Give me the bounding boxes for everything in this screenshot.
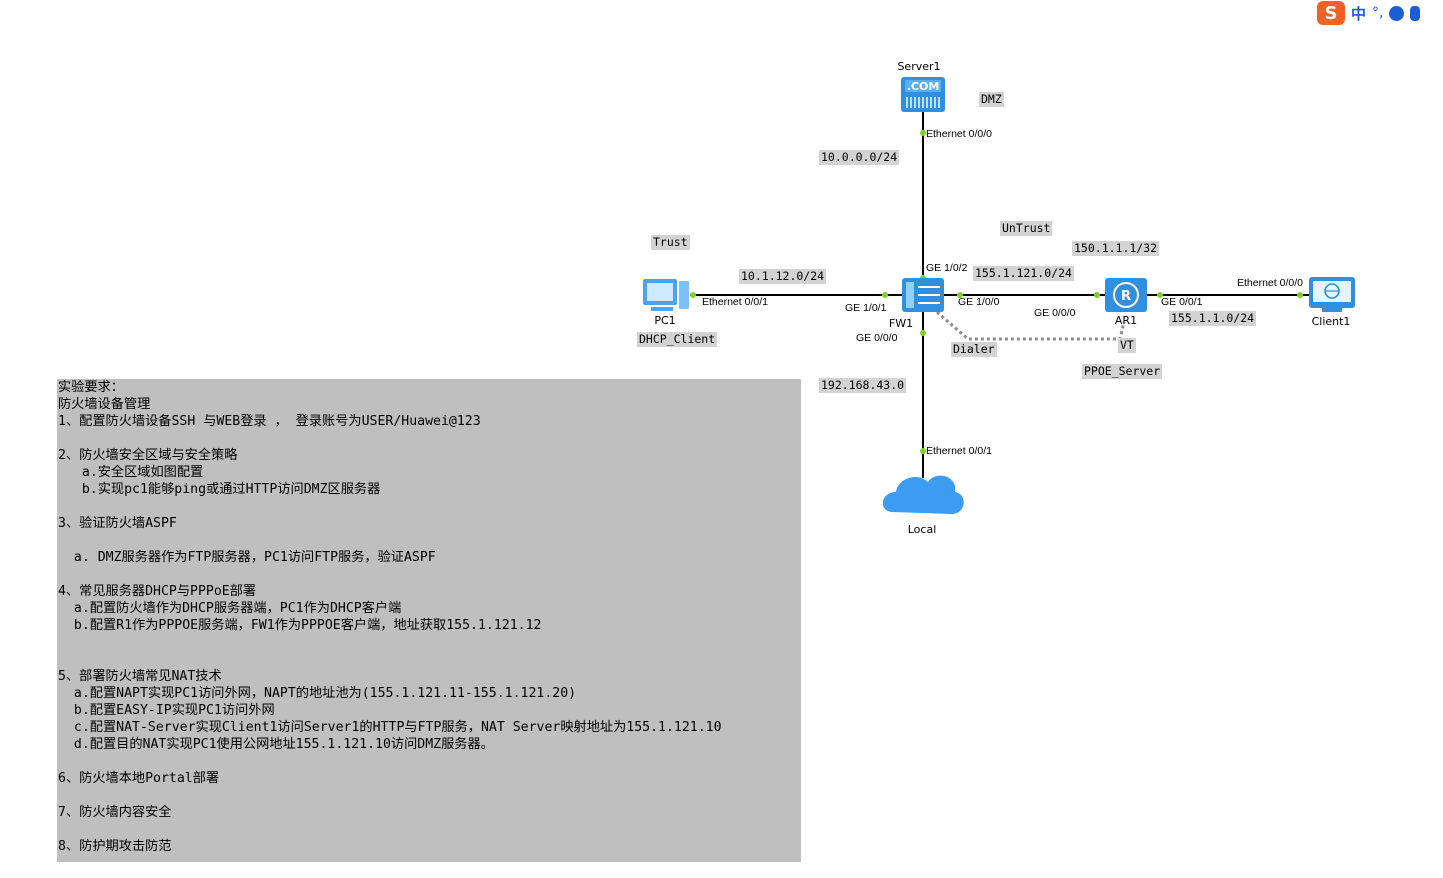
network-topology: .COM Server1 PC1 FW1 R AR1 — [643, 60, 1355, 536]
requirement-line: a. DMZ服务器作为FTP服务器，PC1访问FTP服务，验证ASPF — [58, 550, 436, 565]
requirement-line: 4、常见服务器DHCP与PPPoE部署 — [58, 584, 257, 599]
dialer-vt-link — [936, 310, 1126, 341]
subnet-tag: 155.1.121.0/24 — [973, 266, 1074, 281]
server1-device[interactable]: .COM Server1 — [897, 60, 945, 112]
port-label: GE 0/0/0 — [856, 332, 898, 344]
pc1-label: PC1 — [654, 314, 675, 327]
port-labels: Ethernet 0/0/0 GE 1/0/2 Ethernet 0/0/1 G… — [702, 128, 1303, 457]
requirement-line: d.配置目的NAT实现PC1使用公网地址155.1.121.10访问DMZ服务器… — [58, 737, 494, 752]
requirement-line: a.配置NAPT实现PC1访问外网，NAPT的地址池为(155.1.121.11… — [58, 686, 577, 701]
ime-toolbar[interactable]: S 中 °, — [1317, 0, 1439, 26]
requirement-line: 5、部署防火墙常见NAT技术 — [58, 669, 222, 684]
requirement-line: 8、防护期攻击防范 — [58, 839, 172, 854]
requirement-line: a.配置防火墙作为DHCP服务器端，PC1作为DHCP客户端 — [58, 601, 402, 616]
requirement-line: 3、验证防火墙ASPF — [58, 516, 177, 531]
requirement-line: 7、防火墙内容安全 — [58, 805, 172, 820]
emoji-icon[interactable] — [1389, 5, 1405, 21]
pc1-device[interactable]: PC1 — [643, 279, 689, 327]
zone-tag-dmz: DMZ — [979, 92, 1004, 107]
port-label: Ethernet 0/0/0 — [926, 128, 992, 140]
subnet-tag: 10.1.12.0/24 — [739, 269, 827, 284]
sogou-logo-icon[interactable]: S — [1317, 1, 1345, 25]
port-label: GE 1/0/1 — [845, 302, 887, 314]
role-tag-dhcp-client: DHCP_Client — [637, 332, 718, 347]
zone-tag-trust: Trust — [651, 235, 690, 250]
requirement-line — [58, 566, 801, 583]
server1-label: Server1 — [897, 60, 940, 73]
subnet-tag: 155.1.1.0/24 — [1169, 311, 1257, 326]
subnet-tag: 10.0.0.0/24 — [819, 150, 900, 165]
interface-tag-vt: VT — [1118, 338, 1136, 353]
client1-label: Client1 — [1312, 315, 1351, 328]
loopback-tag: 150.1.1.1/32 — [1072, 241, 1160, 256]
requirement-line: 1、配置防火墙设备SSH 与WEB登录 ， 登录账号为USER/Huawei@1… — [58, 414, 481, 429]
ime-punct-toggle[interactable]: °, — [1372, 5, 1384, 21]
fw1-device[interactable]: FW1 — [889, 278, 944, 330]
port-label: GE 1/0/2 — [926, 262, 968, 274]
requirement-line — [58, 787, 801, 804]
port-label: Ethernet 0/0/0 — [1237, 277, 1303, 289]
router-icon: R — [1121, 289, 1131, 304]
role-tag-pppoe-server: PPOE_Server — [1082, 364, 1163, 379]
ar1-label: AR1 — [1115, 314, 1137, 327]
local-cloud-device[interactable]: Local — [882, 475, 964, 536]
zone-tag-untrust: UnTrust — [1000, 221, 1053, 236]
local-label: Local — [908, 523, 937, 536]
interface-tag-dialer: Dialer — [951, 342, 997, 357]
requirements-panel: 实验要求： 防火墙设备管理 1、配置防火墙设备SSH 与WEB登录 ， 登录账号… — [57, 379, 801, 862]
port-label: GE 1/0/0 — [958, 296, 1000, 308]
microphone-icon[interactable] — [1410, 5, 1421, 21]
requirement-line — [58, 532, 801, 549]
requirement-line: 实验要求： — [58, 380, 124, 395]
fw1-label: FW1 — [889, 317, 913, 330]
requirement-line: b.实现pc1能够ping或通过HTTP访问DMZ区服务器 — [58, 482, 381, 497]
requirement-line — [58, 498, 801, 515]
requirement-line: a.安全区域如图配置 — [58, 465, 204, 480]
port-label: Ethernet 0/0/1 — [926, 445, 992, 457]
requirement-line: 6、防火墙本地Portal部署 — [58, 771, 220, 786]
requirement-line — [58, 634, 801, 651]
port-label: GE 0/0/1 — [1161, 296, 1203, 308]
requirement-line: 防火墙设备管理 — [58, 397, 151, 412]
port-dots — [690, 130, 1303, 454]
requirement-line: 2、防火墙安全区域与安全策略 — [58, 448, 238, 463]
client1-device[interactable]: Client1 — [1309, 277, 1355, 328]
requirement-line: c.配置NAT-Server实现Client1访问Server1的HTTP与FT… — [58, 720, 722, 735]
requirement-line: b.配置R1作为PPPOE服务端，FW1作为PPPOE客户端，地址获取155.1… — [58, 618, 542, 633]
port-label: Ethernet 0/0/1 — [702, 296, 768, 308]
requirement-line — [58, 821, 801, 838]
requirement-line — [58, 753, 801, 770]
ime-mode-toggle[interactable]: 中 — [1351, 4, 1367, 23]
requirement-line: b.配置EASY-IP实现PC1访问外网 — [58, 703, 275, 718]
subnet-tag: 192.168.43.0 — [819, 378, 907, 393]
requirement-line — [58, 651, 801, 668]
requirement-line — [58, 430, 801, 447]
ar1-device[interactable]: R AR1 — [1105, 278, 1147, 327]
port-label: GE 0/0/0 — [1034, 307, 1076, 319]
server-icon-text: .COM — [907, 80, 940, 93]
